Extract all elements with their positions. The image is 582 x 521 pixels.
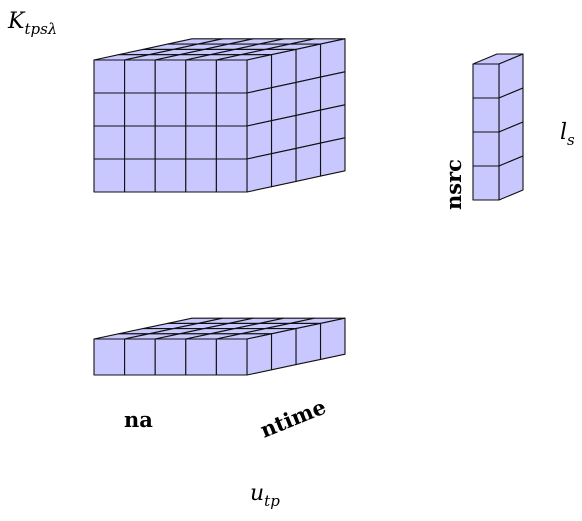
front-cell [215,338,248,376]
side-cell [319,104,346,144]
side-cell [246,333,273,376]
front-cell [472,165,500,201]
side-cell [246,120,273,160]
front-cell [93,125,126,160]
front-cell [185,125,217,160]
side-cell [295,322,322,366]
front-cell [215,59,248,94]
front-cell [154,92,187,127]
front-cell [215,125,248,160]
front-cell [124,338,156,376]
front-cell [154,125,187,160]
front-cell [472,131,500,167]
na-dimension-label: na [124,407,153,432]
tensor-k-cube [93,38,346,193]
side-cell [295,109,322,149]
side-cell [246,87,273,127]
front-cell [93,92,126,127]
front-cell [154,59,187,94]
side-cell [319,137,346,177]
front-cell [154,158,187,193]
vector-l-column [472,53,524,201]
ntime-dimension-label: ntime [257,394,330,443]
side-cell [319,38,346,78]
side-cell [319,71,346,111]
tensor-k-label: Ktpsλ [7,9,57,38]
side-cell [270,48,297,89]
front-cell [185,158,217,193]
front-cell [124,125,156,160]
front-cell [124,92,156,127]
vector-l-label: ls [560,120,575,149]
front-cell [472,63,500,99]
front-cell [93,59,126,94]
front-cell [93,158,126,193]
side-cell [319,317,346,360]
nsrc-dimension-label: nsrc [441,159,466,210]
side-cell [295,142,322,182]
matrix-u-label: utp [250,481,280,510]
front-cell [124,158,156,193]
side-cell [270,114,297,155]
side-cell [270,328,297,371]
matrix-u-slab [93,317,346,376]
side-cell [270,81,297,122]
front-cell [215,158,248,193]
side-cell [270,147,297,188]
side-cell [246,54,273,94]
front-cell [215,92,248,127]
side-cell [295,76,322,116]
front-cell [124,59,156,94]
front-cell [185,59,217,94]
front-cell [472,97,500,133]
side-cell [295,43,322,83]
front-cell [154,338,187,376]
side-cell [246,153,273,193]
front-cell [93,338,126,376]
front-cell [185,338,217,376]
front-cell [185,92,217,127]
